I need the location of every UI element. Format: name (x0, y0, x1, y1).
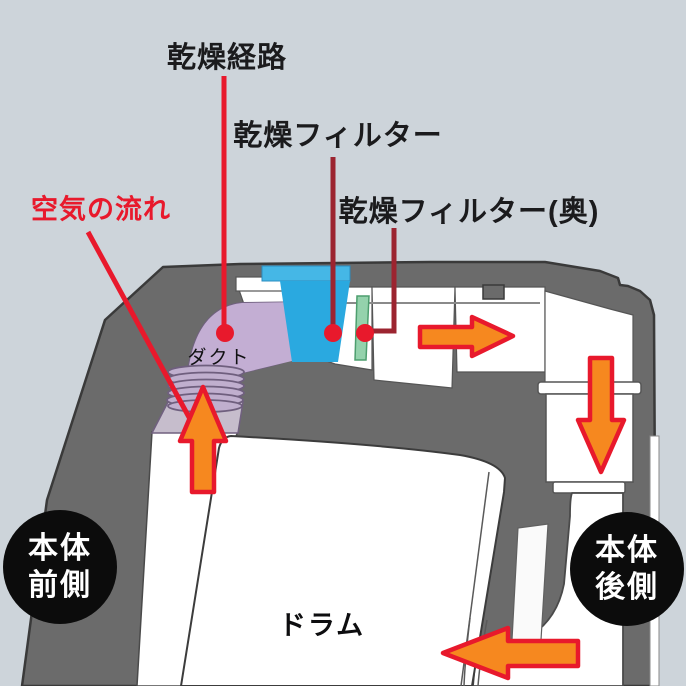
front-side-badge: 本体 前側 (3, 510, 117, 624)
leader-line-air-flow (85, 230, 193, 421)
arrow-right (417, 314, 516, 359)
front-side-badge-line2: 前側 (28, 569, 92, 602)
top-bar-notch (482, 284, 505, 300)
label-drying-filter: 乾燥フィルター (233, 120, 443, 152)
leader-dot-drying-filter (324, 324, 342, 342)
arrow-left (440, 625, 581, 681)
airflow-arrows (177, 314, 627, 681)
label-drum: ドラム (278, 610, 366, 641)
back-side-badge-line1: 本体 (595, 534, 659, 567)
label-drying-path: 乾燥経路 (166, 42, 288, 74)
arrow-down (575, 355, 627, 475)
arrow-up (177, 384, 229, 495)
back-side-badge: 本体 後側 (570, 512, 684, 626)
leader-dot-drying-filter-back (356, 324, 374, 342)
rear-duct-collar-lower (552, 481, 626, 494)
back-side-badge-line2: 後側 (595, 571, 659, 604)
label-air-flow: 空気の流れ (31, 194, 171, 225)
duct-elbow-fill (187, 302, 300, 385)
drying-filter-body (280, 281, 350, 362)
drying-filter-tab (261, 265, 351, 282)
leader-dot-drying-path (216, 324, 234, 342)
front-side-badge-line1: 本体 (28, 532, 92, 565)
leader-line-drying-filter-back (367, 228, 397, 334)
label-duct: ダクト (187, 347, 251, 369)
rear-panel-strip (511, 523, 549, 641)
label-drying-filter-back: 乾燥フィルター(奥) (338, 196, 600, 228)
